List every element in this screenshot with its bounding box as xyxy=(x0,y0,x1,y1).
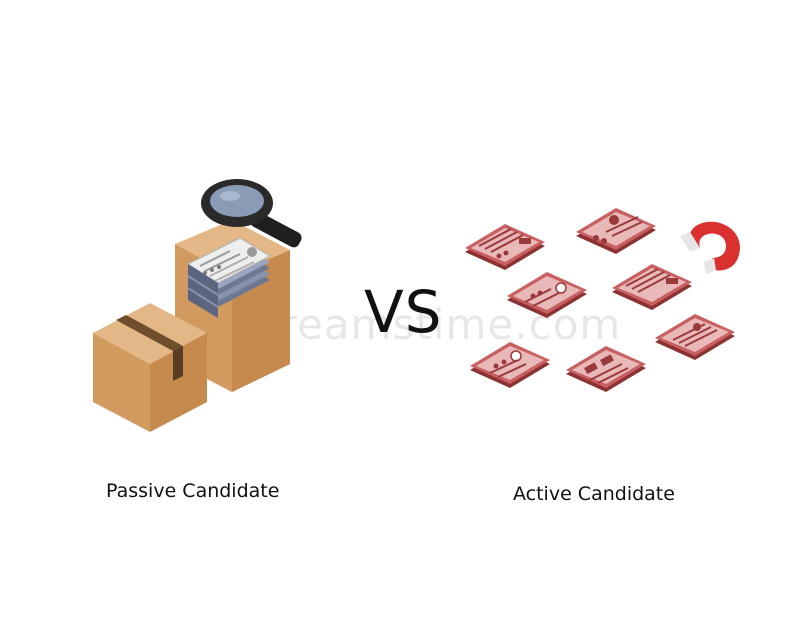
resume-card-icon xyxy=(612,264,692,310)
resume-card-icon xyxy=(507,272,587,318)
passive-candidate-illustration xyxy=(93,179,302,432)
resume-card-icon xyxy=(655,314,735,360)
resume-card-icon xyxy=(566,346,646,392)
resume-stack-icon xyxy=(186,237,272,318)
vs-label: VS xyxy=(364,278,443,346)
active-candidate-illustration xyxy=(465,208,740,392)
passive-candidate-caption: Passive Candidate xyxy=(106,480,280,502)
magnifying-glass-icon xyxy=(201,179,302,248)
resume-card-icon xyxy=(470,342,550,388)
resume-card-icon xyxy=(465,224,545,270)
cardboard-box-icon xyxy=(93,303,207,432)
resume-card-icon xyxy=(576,208,656,254)
active-candidate-caption: Active Candidate xyxy=(513,483,675,505)
magnet-icon xyxy=(680,221,740,274)
